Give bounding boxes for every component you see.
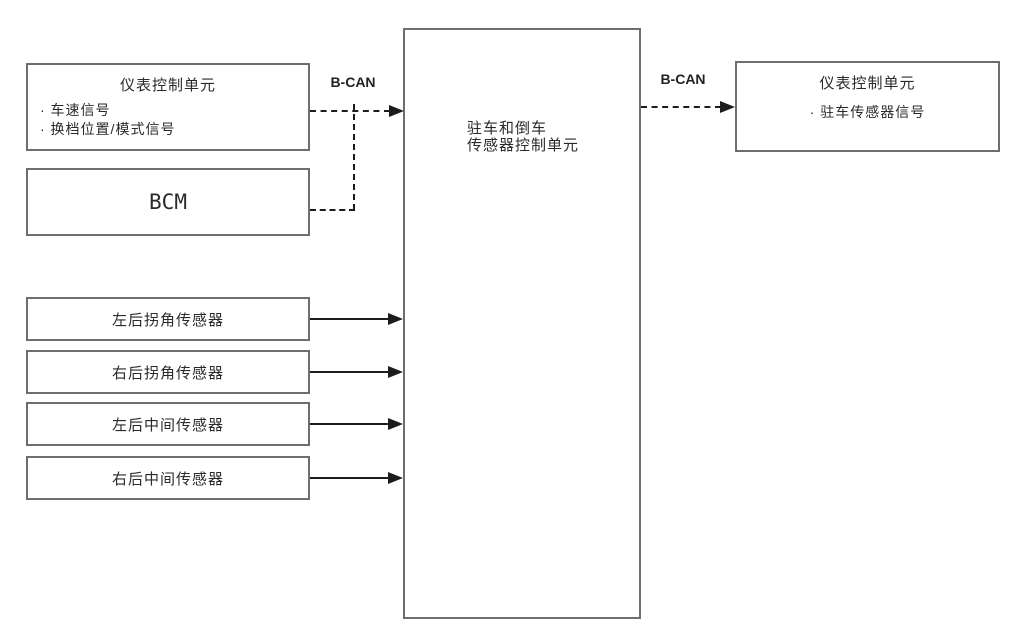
controller-title-line1: 驻车和倒车 (467, 120, 548, 137)
controller-title: 驻车和倒车 传感器控制单元 (467, 120, 579, 154)
instrument-cluster-right-box: 仪表控制单元 · 驻车传感器信号 (735, 61, 1000, 152)
controller-title-line2: 传感器控制单元 (467, 137, 580, 154)
bcan-left-dashed-line (310, 110, 390, 112)
bcan-left-arrowhead-icon (389, 105, 404, 117)
sensor-arrow-line-1 (310, 318, 390, 320)
bcan-right-label: B-CAN (660, 71, 706, 87)
sensor-arrow-line-2 (310, 371, 390, 373)
sensor-arrowhead-icon-1 (388, 313, 403, 325)
bcm-dashed-line (310, 209, 355, 211)
bcan-branch-vertical-dashed-line (353, 104, 355, 210)
sensor-arrow-line-3 (310, 423, 390, 425)
bullet-parking-sensor-signal: · 驻车传感器信号 (809, 104, 926, 120)
bcan-left-label: B-CAN (330, 74, 376, 90)
sensor-label-rear-left-center: 左后中间传感器 (111, 416, 224, 434)
sensor-box-rear-left-corner: 左后拐角传感器 (26, 297, 310, 341)
bcm-box: BCM (26, 168, 310, 236)
sensor-label-rear-right-center: 右后中间传感器 (111, 470, 224, 488)
instrument-cluster-left-title: 仪表控制单元 (119, 77, 216, 94)
instrument-cluster-left-box: 仪表控制单元 · 车速信号 · 换档位置/模式信号 (26, 63, 310, 151)
sensor-box-rear-right-corner: 右后拐角传感器 (26, 350, 310, 394)
sensor-arrow-line-4 (310, 477, 390, 479)
instrument-cluster-right-title: 仪表控制单元 (819, 75, 916, 92)
sensor-arrowhead-icon-4 (388, 472, 403, 484)
bcan-right-arrowhead-icon (720, 101, 735, 113)
sensor-arrowhead-icon-2 (388, 366, 403, 378)
bcm-label: BCM (149, 190, 187, 214)
sensor-label-rear-right-corner: 右后拐角传感器 (111, 364, 224, 382)
bullet-vehicle-speed-signal: · 车速信号 (40, 102, 111, 118)
bullet-shift-position-mode-signal: · 换档位置/模式信号 (40, 121, 176, 137)
bcan-right-dashed-line (641, 106, 721, 108)
sensor-arrowhead-icon-3 (388, 418, 403, 430)
parking-reverse-sensor-controller-box: 驻车和倒车 传感器控制单元 (403, 28, 641, 619)
sensor-box-rear-left-center: 左后中间传感器 (26, 402, 310, 446)
instrument-cluster-left-bullets: · 车速信号 · 换档位置/模式信号 (28, 101, 308, 139)
sensor-label-rear-left-corner: 左后拐角传感器 (111, 311, 224, 329)
sensor-box-rear-right-center: 右后中间传感器 (26, 456, 310, 500)
